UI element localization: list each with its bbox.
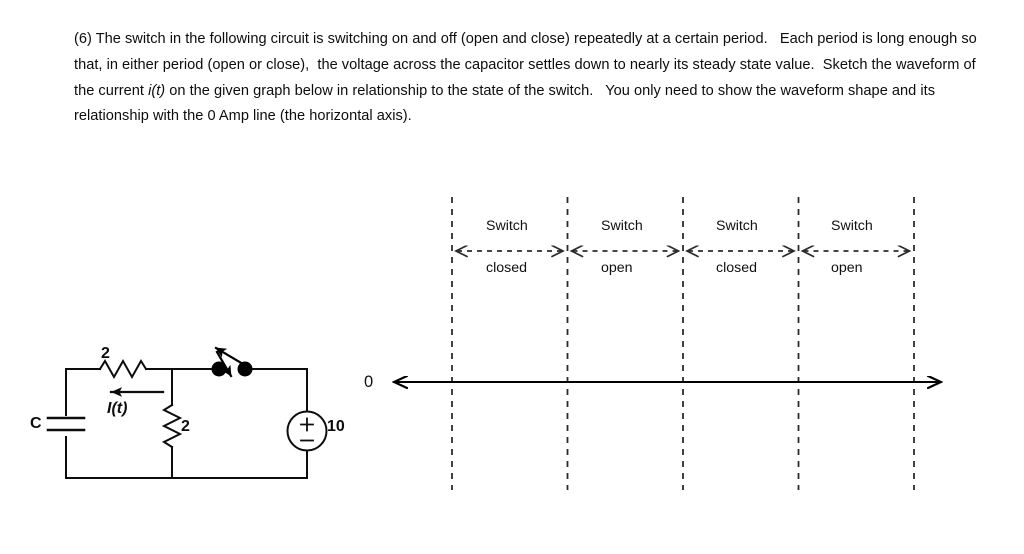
- switch-interval-label-0-line2: closed: [486, 260, 528, 276]
- switch-interval-label-2-line2: closed: [716, 260, 758, 276]
- question-text: (6) The switch in the following circuit …: [74, 27, 986, 130]
- switch-interval-label-2: Switch closed: [716, 195, 758, 279]
- voltage-source-label: 10: [327, 418, 345, 435]
- shunt-resistor-label: 2: [181, 418, 190, 435]
- switch-interval-label-0: Switch closed: [486, 195, 528, 279]
- switch-interval-label-1-line2: open: [601, 260, 633, 276]
- voltage-source: [286, 410, 328, 452]
- zero-axis-label: 0: [364, 373, 374, 391]
- switch-interval-label-3-line2: open: [831, 260, 863, 276]
- capacitor-label: C: [30, 415, 42, 432]
- switch-blade-down: [215, 350, 233, 378]
- switch-terminal-right: [237, 361, 253, 377]
- switch-terminal-left: [211, 361, 227, 377]
- series-resistor: [98, 358, 148, 380]
- switch-blade-up: [214, 346, 245, 366]
- switch-interval-label-1: Switch open: [601, 195, 643, 279]
- series-resistor-label: 2: [101, 345, 110, 362]
- source-plus-icon: [300, 417, 314, 432]
- switch-interval-label-3-line1: Switch: [831, 218, 873, 234]
- switch-interval-label-2-line1: Switch: [716, 218, 758, 234]
- question-text-part-2: on the given graph below in relationship…: [74, 82, 940, 125]
- switch-interval-label-1-line1: Switch: [601, 218, 643, 234]
- current-symbol-italic: i(t): [148, 82, 166, 99]
- circuit-diagram: [46, 346, 328, 479]
- switch-interval-label-0-line1: Switch: [486, 218, 528, 234]
- shunt-resistor: [161, 403, 183, 449]
- current-label: I(t): [107, 400, 128, 417]
- question-text-part-1: (6) The switch in the following circuit …: [74, 31, 984, 99]
- switch-interval-label-3: Switch open: [831, 195, 873, 279]
